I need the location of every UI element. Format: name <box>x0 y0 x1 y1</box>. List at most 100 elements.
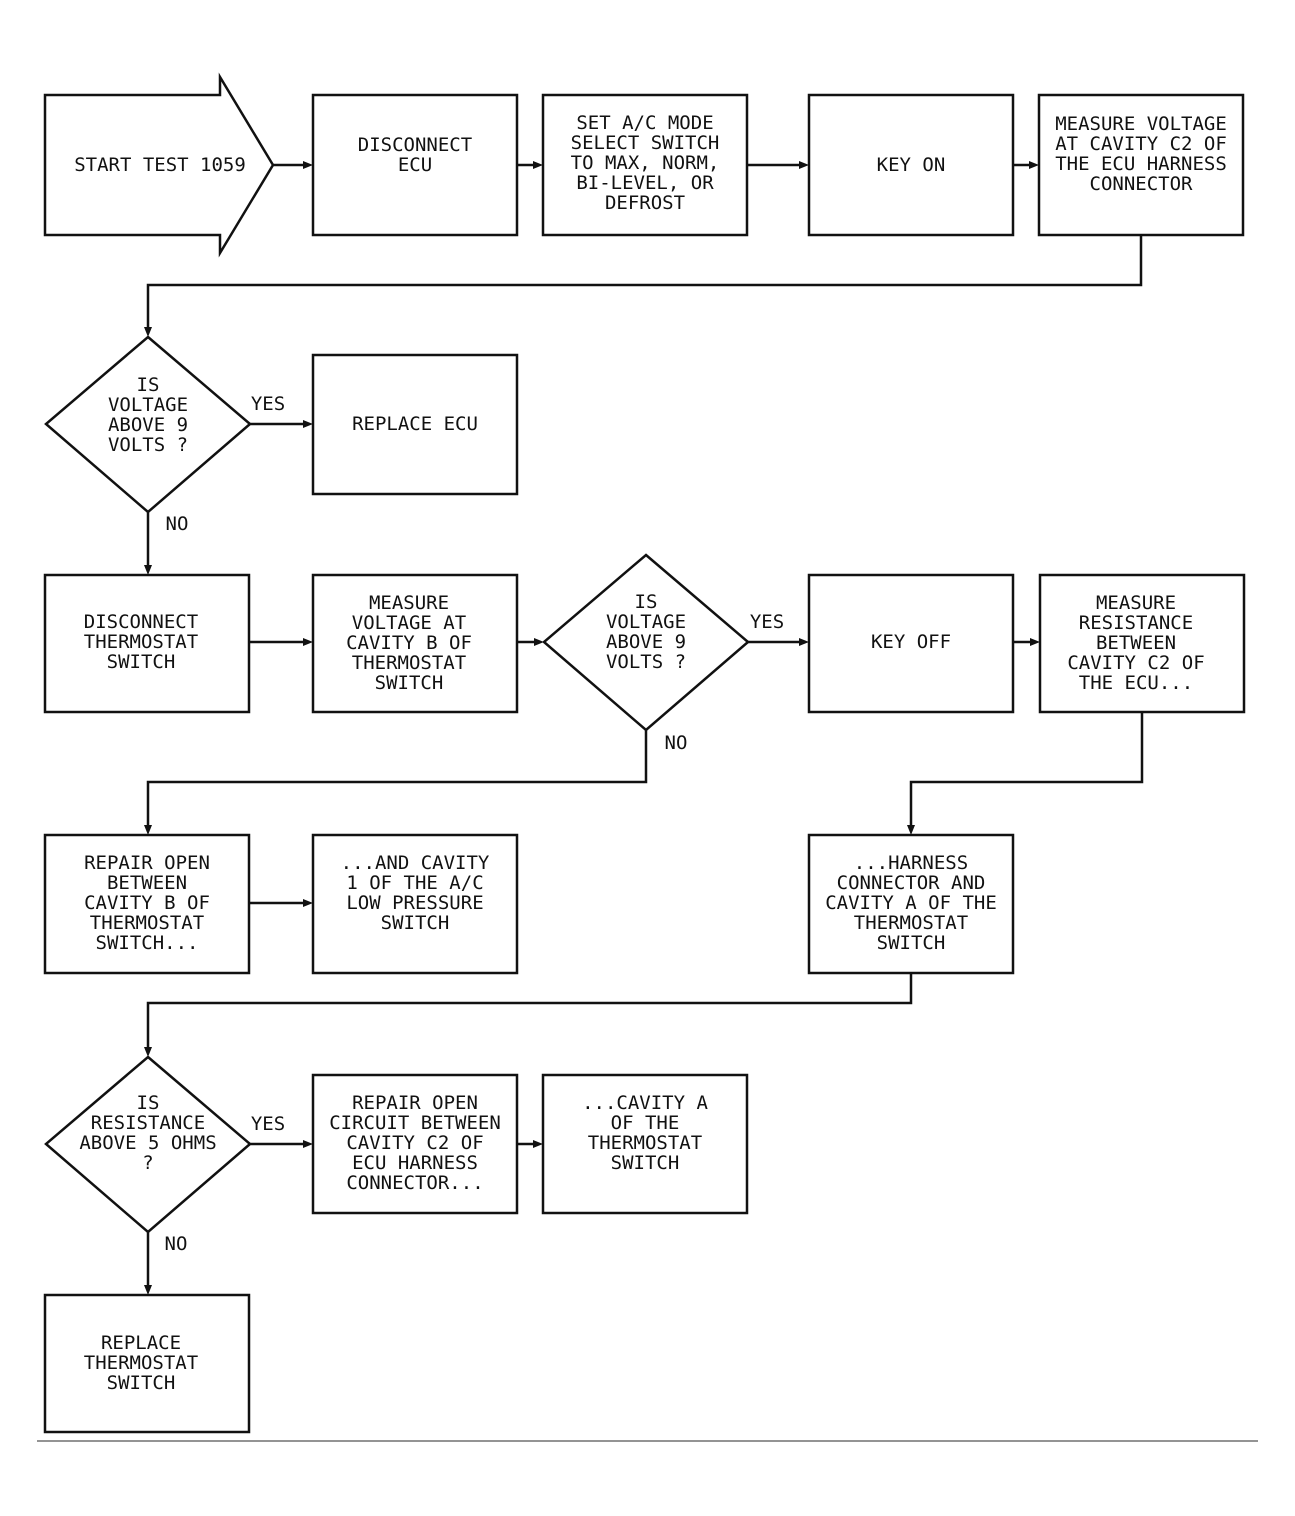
label-line: ...AND CAVITY <box>341 852 490 874</box>
label-line: SWITCH <box>375 672 444 694</box>
label-line: VOLTS ? <box>606 651 686 673</box>
label-line: CAVITY B OF <box>346 632 472 654</box>
label-line: RESISTANCE <box>91 1112 205 1134</box>
label-line: ABOVE 9 <box>606 631 686 653</box>
box-repair-open-b <box>43 833 251 975</box>
box-and-cavity-1 <box>311 833 519 975</box>
label-line: THERMOSTAT <box>84 631 198 653</box>
label-line: ABOVE 5 OHMS <box>79 1132 216 1154</box>
label-line: THERMOSTAT <box>90 912 204 934</box>
label-line: THE ECU HARNESS <box>1055 153 1227 175</box>
label-line: REPLACE <box>101 1332 181 1354</box>
label-line: TO MAX, NORM, <box>571 152 720 174</box>
edge-label-no-2: NO <box>665 732 688 754</box>
label-line: SELECT SWITCH <box>571 132 720 154</box>
label-key-off: KEY OFF <box>871 631 951 653</box>
label-line: THERMOSTAT <box>854 912 968 934</box>
connectors <box>144 161 1144 1295</box>
label-line: MEASURE <box>1096 592 1176 614</box>
box-measure-voltage-c2 <box>1037 93 1245 237</box>
label-line: MEASURE VOLTAGE <box>1055 113 1227 135</box>
label-line: CONNECTOR AND <box>837 872 986 894</box>
label-line: THE ECU... <box>1079 672 1193 694</box>
label-line: SWITCH <box>611 1152 680 1174</box>
label-line: ABOVE 9 <box>108 414 188 436</box>
label-line: AT CAVITY C2 OF <box>1055 133 1227 155</box>
edge-label-yes-1: YES <box>251 393 285 415</box>
label-line: CAVITY C2 OF <box>1067 652 1204 674</box>
label-line: 1 OF THE A/C <box>346 872 483 894</box>
label-line: VOLTAGE <box>606 611 686 633</box>
edge-label-no-1: NO <box>166 513 189 535</box>
label-line: ? <box>142 1152 153 1174</box>
label-line: IS <box>635 591 658 613</box>
label-line: CIRCUIT BETWEEN <box>329 1112 501 1134</box>
box-measure-voltage-b <box>311 573 519 714</box>
label-line: SWITCH <box>107 1372 176 1394</box>
label-line: SET A/C MODE <box>576 112 713 134</box>
box-replace-ecu <box>311 353 519 496</box>
label-line: THERMOSTAT <box>588 1132 702 1154</box>
label-line: ...CAVITY A <box>582 1092 708 1114</box>
start-label: START TEST 1059 <box>74 154 246 176</box>
label-replace-ecu: REPLACE ECU <box>352 413 478 435</box>
label-line: IS <box>137 374 160 396</box>
label-line: VOLTAGE <box>108 394 188 416</box>
label-line: REPLACE ECU <box>352 413 478 435</box>
label-line: OF THE <box>611 1112 680 1134</box>
edge-label-no-3: NO <box>165 1233 188 1255</box>
label-line: SWITCH <box>877 932 946 954</box>
label-line: START TEST 1059 <box>74 154 246 176</box>
label-line: DISCONNECT <box>358 134 472 156</box>
label-line: DISCONNECT <box>84 611 198 633</box>
label-line: IS <box>137 1092 160 1114</box>
label-line: KEY ON <box>877 154 946 176</box>
label-line: MEASURE <box>369 592 449 614</box>
label-line: RESISTANCE <box>1079 612 1193 634</box>
label-line: DEFROST <box>605 192 685 214</box>
edge-label-yes-3: YES <box>251 1113 285 1135</box>
label-line: SWITCH... <box>96 932 199 954</box>
label-line: BETWEEN <box>107 872 187 894</box>
label-line: CAVITY A OF THE <box>825 892 997 914</box>
start-arrow-shape <box>43 72 275 258</box>
label-line: ECU <box>398 154 432 176</box>
label-line: KEY OFF <box>871 631 951 653</box>
label-line: REPAIR OPEN <box>84 852 210 874</box>
label-line: CAVITY B OF <box>84 892 210 914</box>
label-line: SWITCH <box>381 912 450 934</box>
box-key-off <box>807 573 1015 714</box>
label-key-on: KEY ON <box>877 154 946 176</box>
label-line: THERMOSTAT <box>84 1352 198 1374</box>
label-line: BETWEEN <box>1096 632 1176 654</box>
box-disconnect-ecu <box>311 93 519 237</box>
label-line: ...HARNESS <box>854 852 968 874</box>
box-measure-resistance <box>1038 573 1246 714</box>
label-line: CONNECTOR <box>1090 173 1194 195</box>
label-line: REPAIR OPEN <box>352 1092 478 1114</box>
label-line: LOW PRESSURE <box>346 892 483 914</box>
box-disconnect-thermostat <box>43 573 251 714</box>
label-line: SWITCH <box>107 651 176 673</box>
label-line: CONNECTOR... <box>346 1172 483 1194</box>
label-line: ECU HARNESS <box>352 1152 478 1174</box>
label-line: VOLTAGE AT <box>352 612 466 634</box>
label-line: THERMOSTAT <box>352 652 466 674</box>
label-line: CAVITY C2 OF <box>346 1132 483 1154</box>
